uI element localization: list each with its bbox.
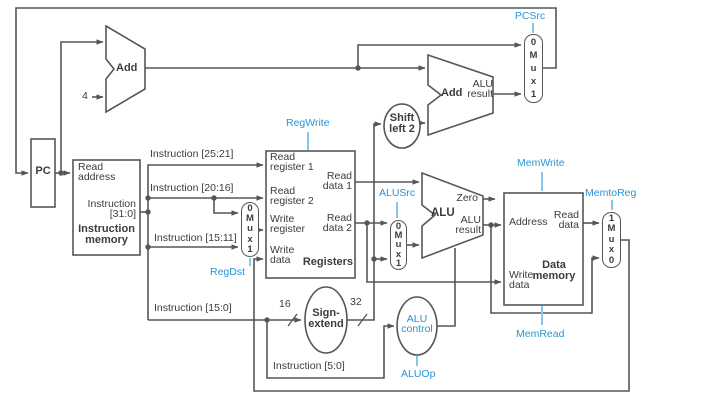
registers-read-register-1-port: Read register 1 — [270, 151, 314, 173]
registers-write-register-port: Write register — [270, 213, 306, 235]
wire-instr-20-16-to-regdstmux0 — [213, 198, 239, 216]
registers-read-data-1-port: Read data 1 — [322, 170, 352, 192]
slash-16 — [287, 313, 298, 327]
alu-shape — [421, 171, 484, 260]
alu-control-shape — [396, 296, 438, 356]
branch-adder-result-port: ALU result — [467, 78, 493, 100]
instr-25-21-label: Instruction [25:21] — [150, 148, 234, 160]
imem-read-address-port: Read address — [78, 161, 116, 183]
wire-pc-to-add — [60, 39, 104, 173]
wire-instr-5-0-to-alucontrol — [266, 320, 395, 379]
data-memory-box — [503, 192, 584, 306]
junction-dot — [145, 195, 151, 201]
memwrite-signal-label: MemWrite — [517, 157, 565, 169]
pc-adder-label: Add — [116, 62, 138, 74]
dmem-write-data-port: Write data — [509, 269, 534, 291]
registers-label: Registers — [302, 256, 353, 268]
aluop-signal-label: ALUOp — [401, 368, 436, 380]
junction-dot — [211, 195, 217, 201]
registers-box — [265, 150, 356, 279]
const-4-label: 4 — [82, 90, 88, 102]
junction-dot — [264, 317, 270, 323]
wire-readdata2-to-writedata — [366, 223, 502, 285]
junction-dot — [145, 244, 151, 250]
wire-aluresult-to-memtoregmux0 — [490, 225, 600, 314]
alu-label: ALU — [431, 207, 455, 219]
junction-dot — [145, 209, 151, 215]
wire-pcsrc-to-pc — [15, 7, 557, 176]
memread-signal-label: MemRead — [516, 328, 565, 340]
dmem-address-port: Address — [509, 216, 548, 228]
wire-instr-25-21 — [147, 162, 264, 320]
instr-5-0-label: Instruction [5:0] — [273, 360, 345, 372]
pc-box — [30, 138, 56, 208]
registers-read-data-2-port: Read data 2 — [322, 212, 352, 234]
junction-dot — [364, 220, 370, 226]
branch-adder-label: Add — [441, 87, 463, 99]
instr-15-0-label: Instruction [15:0] — [154, 302, 232, 314]
wire-signext-to-shift — [347, 121, 382, 321]
junction-dot — [488, 222, 494, 228]
imem-instruction-port: Instruction [31:0] — [87, 198, 136, 220]
regwrite-signal-label: RegWrite — [286, 117, 330, 129]
wire-add-to-pcsrcmux0 — [357, 42, 522, 68]
shift-left-2-shape — [383, 103, 421, 149]
alusrc-mux: 0 M u x 1 — [390, 220, 407, 270]
sign-extend-shape — [304, 286, 348, 354]
width-32-label: 32 — [350, 296, 362, 308]
component-layer — [30, 24, 584, 356]
shift-left-2-label: Shift left 2 — [389, 112, 415, 135]
registers-write-data-port: Write data — [270, 244, 295, 266]
regdst-mux: 0 M u x 1 — [241, 202, 259, 257]
alu-control-label: ALU control — [401, 313, 433, 335]
slash-32 — [357, 313, 368, 327]
junction-layer — [58, 65, 494, 323]
pc-adder-shape — [105, 24, 146, 114]
pcsrc-mux: 0 M u x 1 — [524, 34, 543, 103]
junction-dot — [58, 170, 64, 176]
junction-dot — [355, 65, 361, 71]
wire-memtoregmux-to-writedata — [253, 239, 630, 392]
instr-20-16-label: Instruction [20:16] — [150, 182, 234, 194]
memtoreg-mux: 1 M u x 0 — [602, 212, 621, 268]
registers-read-register-2-port: Read register 2 — [270, 185, 314, 207]
width-16-label: 16 — [279, 298, 291, 310]
memtoreg-signal-label: MemtoReg — [585, 187, 637, 199]
alusrc-signal-label: ALUSrc — [379, 187, 416, 199]
instruction-memory-box — [72, 159, 141, 256]
sign-extend-label: Sign-extend — [308, 307, 344, 330]
wire-layer — [15, 7, 630, 392]
wire-alucontrol-to-alu — [437, 248, 456, 327]
instruction-memory-label: Instruction memory — [78, 223, 135, 246]
junction-dot — [371, 256, 377, 262]
pcsrc-signal-label: PCSrc — [514, 10, 546, 22]
regdst-signal-label: RegDst — [210, 266, 246, 278]
control-tick-layer — [249, 23, 613, 366]
alu-result-port: ALU result — [455, 214, 481, 236]
pc-label: PC — [35, 165, 51, 177]
instr-15-11-label: Instruction [15:11] — [154, 232, 237, 244]
alu-zero-port: Zero — [456, 192, 478, 204]
dmem-read-data-port: Read data — [553, 209, 579, 231]
data-memory-label: Data memory — [532, 259, 576, 282]
branch-adder-shape — [427, 53, 494, 137]
